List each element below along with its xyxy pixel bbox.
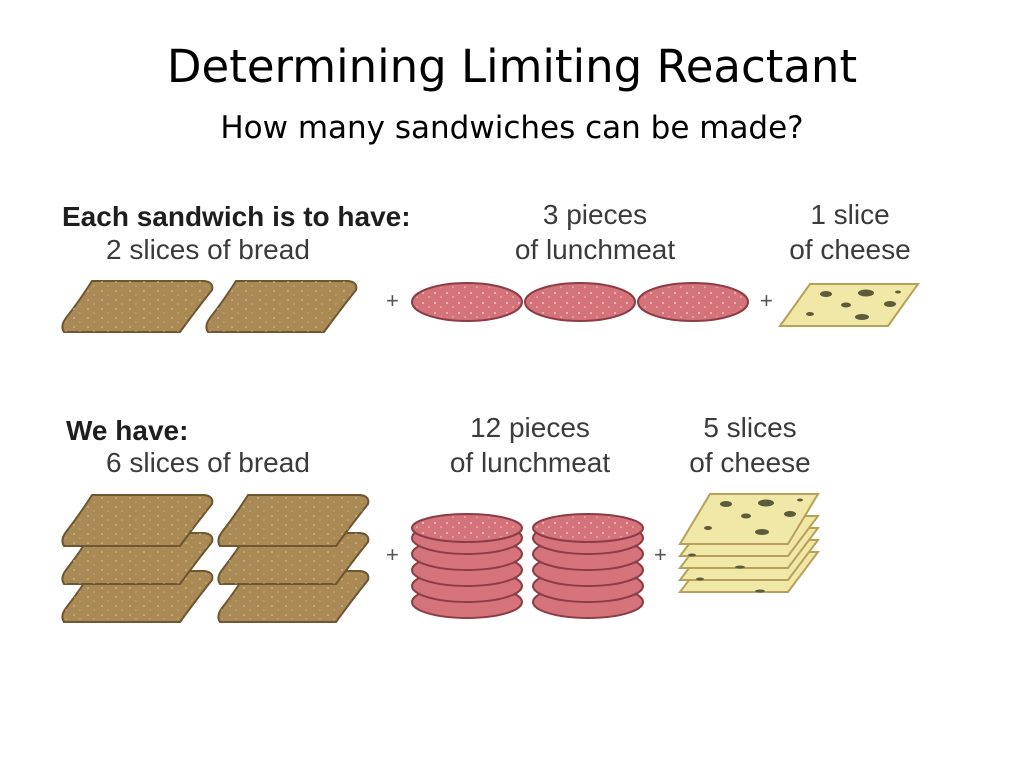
slide-title: Determining Limiting Reactant (166, 40, 858, 93)
recipe-plus-2: + (760, 288, 773, 313)
slide-subtitle: How many sandwiches can be made? (220, 110, 804, 146)
inventory-plus-2: + (654, 542, 667, 567)
recipe-lunchmeat-label-2: of lunchmeat (514, 234, 676, 265)
lunchmeat-slice (637, 282, 749, 322)
inventory-cheese-stack (678, 493, 820, 593)
bread-slice (61, 280, 214, 333)
bread-stack-left (61, 494, 214, 623)
inventory-lunchmeat-label-1: 12 pieces (470, 412, 590, 443)
inventory-cheese-label-1: 5 slices (703, 412, 797, 443)
inventory-lunchmeat-stacks (411, 513, 644, 619)
recipe-lunchmeat-slices (411, 282, 749, 322)
cheese-slice (678, 493, 820, 545)
recipe-cheese-label-1: 1 slice (810, 199, 890, 230)
recipe-cheese-label-2: of cheese (789, 234, 911, 265)
inventory-lunchmeat-label-2: of lunchmeat (449, 447, 611, 478)
bread-slice (61, 494, 214, 547)
recipe-lunchmeat-label-1: 3 pieces (542, 199, 648, 230)
inventory-plus-1: + (386, 542, 399, 567)
inventory-bread-label: 6 slices of bread (106, 447, 310, 478)
inventory-cheese-label-2: of cheese (689, 447, 811, 478)
bread-slice (205, 280, 358, 333)
bread-stack-right (217, 494, 370, 623)
recipe-cheese-slice (778, 283, 920, 327)
recipe-plus-1: + (386, 288, 399, 313)
inventory-heading: We have: (66, 415, 189, 446)
lunchmeat-stack-left (411, 513, 523, 619)
bread-slice (217, 494, 370, 547)
recipe-bread-label: 2 slices of bread (106, 234, 310, 265)
lunchmeat-stack-right (532, 513, 644, 619)
lunchmeat-slice (524, 282, 636, 322)
lunchmeat-slice (411, 282, 523, 322)
recipe-bread-slices (61, 280, 358, 333)
recipe-heading: Each sandwich is to have: (62, 201, 411, 232)
